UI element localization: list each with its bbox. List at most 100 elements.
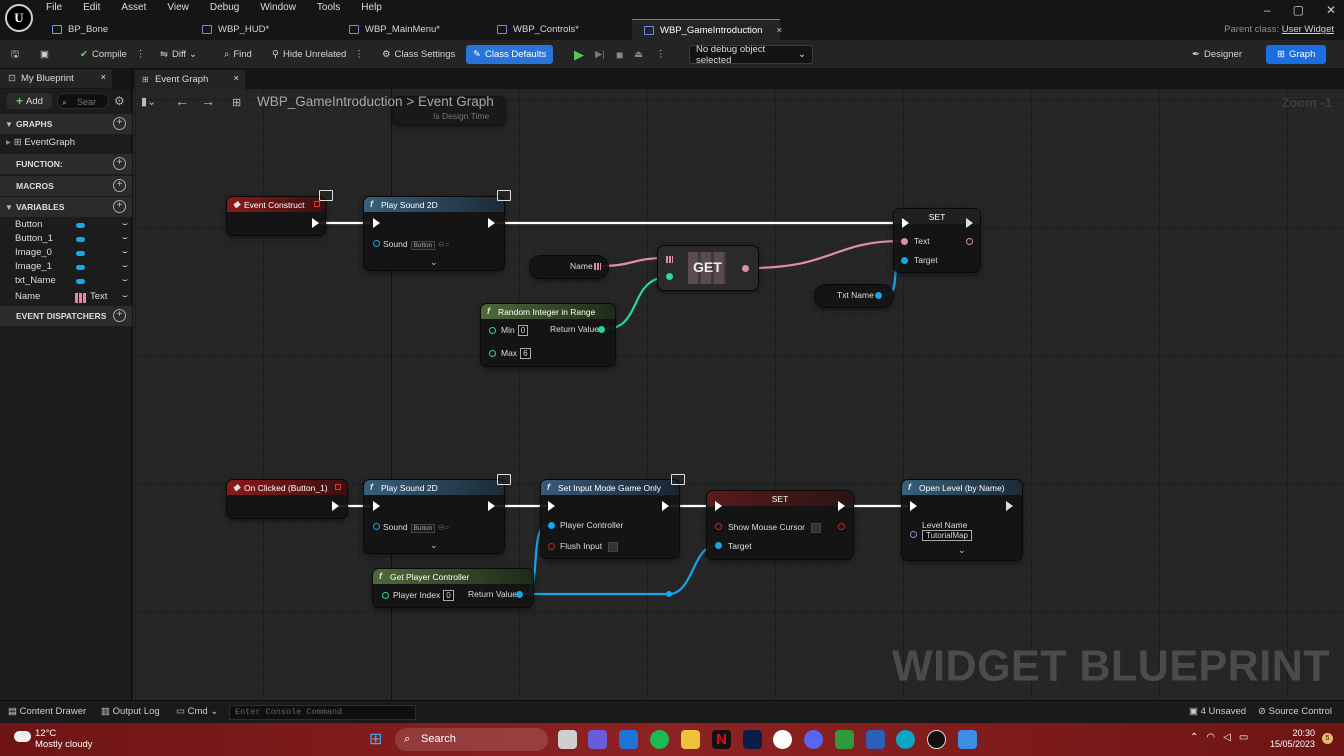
visibility-icon[interactable]: ⌣ [121,274,128,285]
word-icon[interactable] [866,730,885,749]
class-settings-button[interactable]: ⚙Class Settings [382,45,455,64]
weather-widget[interactable]: 12°C Mostly cloudy [14,728,93,750]
value-out-pin[interactable] [742,265,749,272]
tab-my-blueprint[interactable]: ⊡ My Blueprint × [0,69,112,88]
sound-pin[interactable] [373,523,380,530]
netflix-icon[interactable]: N [712,730,731,749]
add-button[interactable]: +Add [7,93,52,109]
text-out-pin[interactable] [966,238,973,245]
close-icon[interactable]: × [233,73,239,84]
menu-help[interactable]: Help [361,2,382,13]
exec-in-pin[interactable] [373,218,380,228]
browse-icon[interactable]: ▣ [40,49,49,60]
variable-item[interactable]: Image_1⌣ [15,260,130,274]
level-name-pin[interactable] [910,531,917,538]
variable-item[interactable]: Image_0⌣ [15,246,130,260]
menu-tools[interactable]: Tools [316,2,341,13]
min-pin[interactable] [489,327,496,334]
battery-icon[interactable]: ▭ [1238,732,1249,743]
debug-object-select[interactable]: No debug object selected⌄ [689,44,813,66]
section-event-dispatchers[interactable]: EVENT DISPATCHERS+ [0,306,132,326]
notification-badge[interactable]: 5 [1322,733,1333,744]
section-graphs[interactable]: ▼GRAPHS+ [0,114,132,134]
taskbar-search[interactable]: ⌕Search [395,728,548,751]
spotify-icon[interactable] [650,730,669,749]
photos-icon[interactable] [835,730,854,749]
windows-start-icon[interactable]: ⊞ [369,731,383,748]
menu-view[interactable]: View [167,2,189,13]
exec-out-pin[interactable] [488,501,495,511]
flush-input-checkbox[interactable] [608,541,619,552]
section-macros[interactable]: MACROS+ [0,176,132,196]
settings-gear-icon[interactable]: ⚙ [114,94,125,108]
sound-asset-dropdown[interactable]: Button [410,241,436,250]
return-value-pin[interactable] [516,591,523,598]
visibility-icon[interactable]: ⌣ [121,218,128,229]
exec-out-pin[interactable] [966,218,973,228]
delegate-pin-icon[interactable] [314,201,320,207]
exec-out-pin[interactable] [312,218,319,228]
max-pin[interactable] [489,350,496,357]
clock[interactable]: 20:30 15/05/2023 [1270,728,1315,750]
return-value-pin[interactable] [598,326,605,333]
tab-event-graph[interactable]: ⊞ Event Graph × [135,70,245,89]
visibility-icon[interactable]: ⌣ [121,232,128,243]
add-graph-icon[interactable]: + [113,117,126,130]
output-log-button[interactable]: ▥ Output Log [101,706,160,717]
bool-out-pin[interactable] [838,523,845,530]
stop-icon[interactable]: ■ [616,47,624,62]
min-value-input[interactable]: 0 [517,325,529,336]
exec-in-pin[interactable] [910,501,917,511]
snipping-tool-icon[interactable] [958,730,977,749]
add-dispatcher-icon[interactable]: + [113,309,126,322]
eject-icon[interactable]: ⏏ [634,49,643,60]
exec-out-pin[interactable] [1006,501,1013,511]
cmd-dropdown[interactable]: ▭ Cmd ⌄ [176,706,218,717]
event-construct-node[interactable]: ◆Event Construct [227,197,325,235]
level-name-input[interactable]: TutorialMap [922,530,972,541]
sound-pin[interactable] [373,240,380,247]
content-drawer-button[interactable]: ▤ Content Drawer [8,706,86,717]
expand-arrow-icon[interactable]: ⌄ [958,545,966,555]
class-defaults-button[interactable]: ✎Class Defaults [466,45,554,64]
menu-debug[interactable]: Debug [209,2,240,13]
bookmark-icon[interactable]: ▮⌄ [141,96,157,108]
close-icon[interactable]: × [100,72,106,83]
edge-icon[interactable] [896,730,915,749]
browse-icon[interactable]: ⊖⌕ [437,522,450,532]
max-value-input[interactable]: 6 [520,348,531,359]
doc-tab-wbp-mainmenu[interactable]: WBP_MainMenu* [337,19,485,40]
doc-tab-wbp-hud[interactable]: WBP_HUD* [190,19,337,40]
save-icon[interactable]: 🖫 [11,48,20,60]
console-command-input[interactable]: Enter Console Command [229,705,416,720]
disney-plus-icon[interactable] [743,730,762,749]
menu-edit[interactable]: Edit [83,2,101,13]
graph-item-eventgraph[interactable]: ▸⊞ EventGraph [6,137,121,150]
array-in-pin[interactable] [666,256,673,263]
browse-icon[interactable]: ⊖⌕ [437,239,450,249]
add-macro-icon[interactable]: + [113,179,126,192]
close-icon[interactable]: × [776,24,782,36]
exec-out-pin[interactable] [838,501,845,511]
volume-icon[interactable]: ◁ [1223,732,1231,743]
exec-in-pin[interactable] [715,501,722,511]
hide-unrelated-button[interactable]: ⚲Hide Unrelated⋮ [272,45,364,64]
player-index-pin[interactable] [382,592,389,599]
variable-item[interactable]: Button_1⌣ [15,232,130,246]
source-control-button[interactable]: ⊘ Source Control [1258,706,1332,717]
exec-out-pin[interactable] [488,218,495,228]
breadcrumb-root[interactable]: WBP_GameIntroduction [257,94,403,109]
section-functions[interactable]: FUNCTION:+ [0,154,132,174]
variable-item[interactable]: txt_Name⌣ [15,274,130,288]
more-icon[interactable]: ⋮ [354,49,364,60]
name-variable-node[interactable]: Name [530,256,608,278]
back-arrow-icon[interactable]: ← [175,93,189,109]
chevron-up-icon[interactable]: ⌃ [1190,732,1199,743]
expand-arrow-icon[interactable]: ⌄ [430,257,438,267]
